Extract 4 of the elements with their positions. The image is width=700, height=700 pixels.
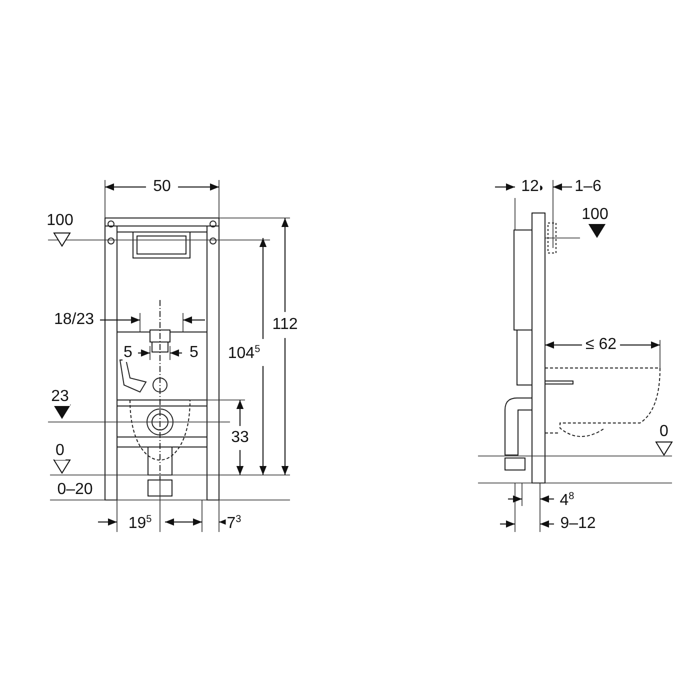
- dimension-label: 0: [54, 442, 66, 460]
- dimension-label: 5: [122, 344, 134, 362]
- dimension-label: 23: [50, 388, 70, 406]
- dimension-label: 100: [580, 206, 610, 224]
